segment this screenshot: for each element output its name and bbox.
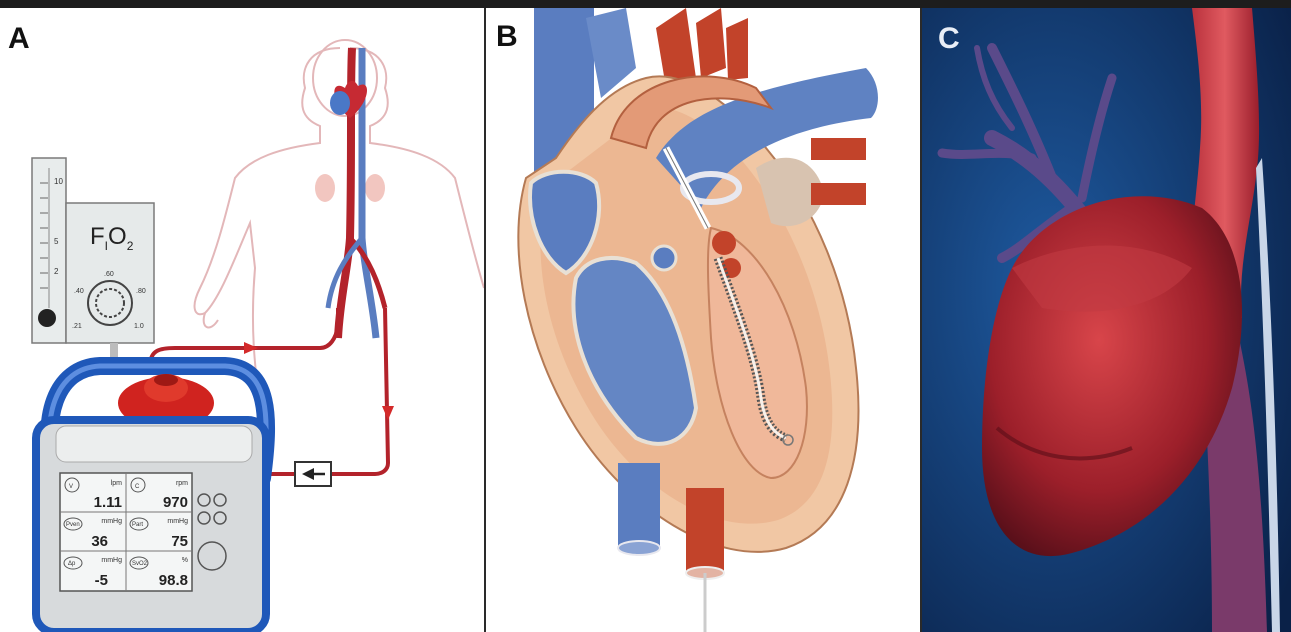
top-border — [0, 0, 1291, 8]
mitral-valve — [712, 231, 736, 255]
panel-a-ecmo-circuit: 10 5 2 FIO2 .60 .40 .80 .21 1.0 — [0, 8, 484, 632]
icon-part: Part — [132, 522, 143, 528]
flow-arrow-right — [244, 342, 258, 354]
icon-dp: Δp — [68, 561, 76, 567]
panel-b-label: B — [496, 20, 518, 54]
dial-bottom-right: 1.0 — [134, 323, 144, 330]
flowmeter-ball — [38, 309, 56, 327]
panel-c-heart-render: C — [922, 8, 1291, 632]
dial-left: .40 — [74, 288, 84, 295]
dial-right: .80 — [136, 288, 146, 295]
flow-arrow-down — [382, 406, 394, 420]
fio2-sub-2: 2 — [127, 239, 134, 253]
panel-b-heart-cross-section: B — [486, 8, 920, 632]
panel-b-illustration — [486, 8, 920, 632]
panel-a-illustration: 10 5 2 FIO2 .60 .40 .80 .21 1.0 — [0, 8, 484, 632]
dial-top: .60 — [104, 271, 114, 278]
descending-aorta — [686, 488, 724, 573]
inferior-vena-cava — [618, 463, 660, 548]
fio2-o: O — [108, 223, 127, 250]
unit-mmhg-2: mmHg — [167, 518, 188, 525]
unit-rpm: rpm — [176, 480, 188, 487]
kidney-right — [365, 174, 385, 202]
kidney-left — [315, 174, 335, 202]
dial-bottom-left: .21 — [72, 323, 82, 330]
fio2-f: F — [90, 223, 105, 250]
value-pven: 36 — [91, 533, 108, 550]
panel-c-illustration — [922, 8, 1291, 632]
value-svo2: 98.8 — [159, 572, 188, 589]
panel-a-label: A — [8, 22, 30, 56]
flowmeter-top: 10 — [54, 177, 63, 186]
unit-lpm: lpm — [111, 480, 122, 487]
unit-mmhg-3: mmHg — [101, 557, 122, 564]
value-dp: -5 — [95, 572, 108, 589]
icon-pven: Pven — [66, 522, 80, 528]
icon-c: C — [135, 484, 140, 490]
icon-svo2: SvO2 — [132, 561, 148, 567]
value-part: 75 — [171, 533, 188, 550]
unit-percent: % — [182, 557, 188, 564]
tricuspid-valve — [652, 246, 676, 270]
value-flow: 1.11 — [94, 494, 122, 511]
unit-mmhg-1: mmHg — [101, 518, 122, 525]
panel-c-label: C — [938, 22, 960, 56]
flowmeter-mid: 5 — [54, 237, 59, 246]
icon-v: V — [69, 484, 73, 490]
value-rpm: 970 — [163, 494, 188, 511]
flowmeter-low: 2 — [54, 267, 59, 276]
